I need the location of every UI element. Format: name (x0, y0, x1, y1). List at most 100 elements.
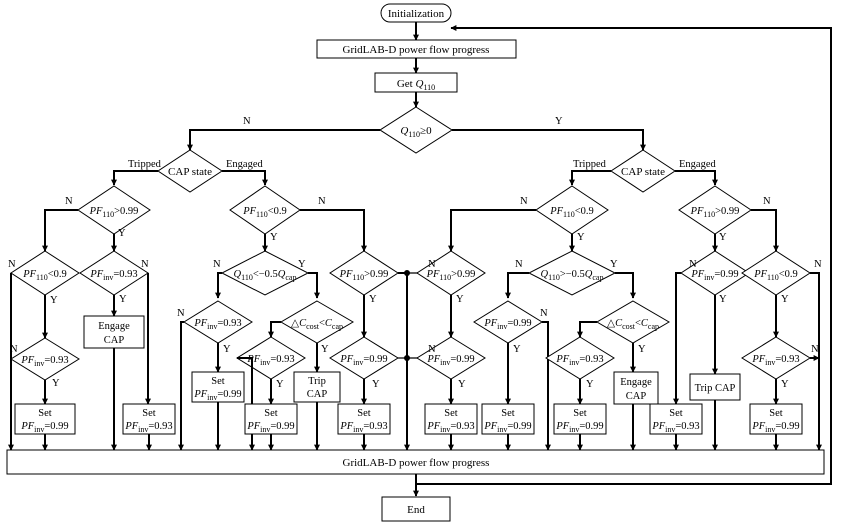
set-label-7: Set (501, 408, 515, 419)
pf110-gt099-le-label: PF110>0.99 (339, 269, 389, 282)
set-value-6: PFinv=0.93 (426, 421, 474, 434)
pfinv-eq099-rt-yes: Y (513, 344, 521, 355)
q110-lt-qcap-decision (220, 250, 310, 296)
pfinv-eq093-rc-yes: Y (586, 379, 594, 390)
pfinv-eq093-rc-label: PFinv=0.93 (555, 354, 603, 367)
right-engaged-label: Engaged (679, 159, 716, 170)
set-value-3: PFinv=0.99 (193, 389, 241, 402)
pfinv-eq099-rl-yes: Y (458, 379, 466, 390)
set-label-3: Set (211, 376, 225, 387)
set-pfinv-093-box-2 (122, 403, 176, 435)
cap-label-3: CAP (626, 391, 647, 402)
set-value-1: PFinv=0.99 (20, 421, 68, 434)
pfinv-eq099-rl-label: PFinv=0.99 (426, 354, 474, 367)
pfinv-eq093-re-yes: Y (781, 379, 789, 390)
pf110-gt099-left-no: N (65, 196, 73, 207)
engage-label-1: Engage (98, 321, 130, 332)
pfinv-eq099-re-label: PFinv=0.99 (690, 269, 738, 282)
cost-cap-left-yes: Y (321, 344, 329, 355)
set-pfinv-099-box-4 (244, 403, 298, 435)
set-label-8: Set (573, 408, 587, 419)
q110-gt-qcap-no: N (515, 259, 523, 270)
pfinv-eq099-rt-label: PFinv=0.99 (483, 318, 531, 331)
set-label-1: Set (38, 408, 52, 419)
cap-state-left-label: CAP state (168, 166, 212, 178)
cap-state-left-decision (157, 149, 223, 193)
pf110-lt09-ll-no: N (8, 259, 16, 270)
pfinv-eq093-ll-yes: Y (52, 378, 60, 389)
q110-gt-qcap-decision (527, 250, 617, 296)
set-label-2: Set (142, 408, 156, 419)
pf110-lt09-le-label: PF110<0.9 (242, 206, 287, 219)
set-label-4: Set (264, 408, 278, 419)
pfinv-eq093-re-label: PFinv=0.93 (751, 354, 799, 367)
q110-gt-qcap-label: Q110>−0.5Qcap (541, 269, 604, 282)
set-pfinv-099-box-7 (481, 403, 535, 435)
set-value-7: PFinv=0.99 (483, 421, 531, 434)
pf110-gt099-rl-no: N (428, 259, 436, 270)
set-pfinv-093-box-6 (424, 403, 478, 435)
cap-label-1: CAP (104, 335, 125, 346)
pfinv-eq099-rl-no: N (428, 344, 436, 355)
cap-label-2: CAP (307, 389, 328, 400)
pf110-lt09-rt-label: PF110<0.9 (549, 206, 594, 219)
set-pfinv-093-box-5 (337, 403, 391, 435)
pf110-lt09-ll-label: PF110<0.9 (22, 269, 67, 282)
pfinv-eq093-le-label: PFinv=0.93 (193, 318, 241, 331)
set-label-6: Set (444, 408, 458, 419)
left-engaged-label: Engaged (226, 159, 263, 170)
end-label: End (407, 504, 425, 516)
engage-label-2: Engage (620, 377, 652, 388)
set-label-10: Set (769, 408, 783, 419)
pf110-lt09-rt-yes: Y (577, 232, 585, 243)
set-label-9: Set (669, 408, 683, 419)
trip-label-1: Trip (308, 376, 326, 387)
get-q110-label: Get Q110 (397, 78, 435, 92)
cap-state-right-label: CAP state (621, 166, 665, 178)
trip-cap-label: Trip CAP (695, 383, 736, 394)
cap-state-right-decision (610, 149, 676, 193)
pfinv-eq093-lc-yes: Y (276, 379, 284, 390)
pf110-lt09-rt-no: N (520, 196, 528, 207)
pfinv-eq099-le-yes: Y (372, 379, 380, 390)
set-value-10: PFinv=0.99 (751, 421, 799, 434)
q110-yes-label: Y (555, 116, 563, 127)
set-pfinv-099-box-10 (749, 403, 803, 435)
pf110-gt099-rl-yes: Y (456, 294, 464, 305)
set-value-5: PFinv=0.93 (339, 421, 387, 434)
q110-lt-qcap-no: N (213, 259, 221, 270)
q110-lt-qcap-yes: Y (298, 259, 306, 270)
pfinv-eq093-lt-no: N (141, 259, 149, 270)
power-flow-bottom-box (6, 449, 825, 475)
pf110-lt09-le-no: N (318, 196, 326, 207)
pfinv-eq093-lt-label: PFinv=0.93 (89, 269, 137, 282)
pfinv-eq093-le-no: N (177, 308, 185, 319)
pf110-gt099-left-yes: Y (118, 228, 126, 239)
pfinv-eq099-re-no: N (689, 259, 697, 270)
end-box (381, 496, 451, 522)
set-pfinv-099-box-8 (553, 403, 607, 435)
left-tripped-label: Tripped (128, 159, 162, 170)
pfinv-eq099-re-yes: Y (719, 294, 727, 305)
pfinv-eq093-le-yes: Y (223, 344, 231, 355)
cost-cap-right-yes: Y (638, 344, 646, 355)
pf110-gt099-re-yes: Y (719, 232, 727, 243)
cost-cap-left-label: △Ccost<Ccap (291, 318, 343, 331)
q110-decision-label: Q110≥0 (400, 125, 432, 139)
initialization-label: Initialization (388, 8, 445, 20)
q110-gt-qcap-yes: Y (610, 259, 618, 270)
set-value-8: PFinv=0.99 (555, 421, 603, 434)
pfinv-eq093-ll-no: N (10, 344, 18, 355)
set-pfinv-099-box-1 (14, 403, 76, 435)
pfinv-eq093-re-no: N (811, 344, 819, 355)
engage-cap-box-2 (613, 371, 659, 405)
pfinv-eq093-lt-yes: Y (119, 294, 127, 305)
pf110-lt09-re-no: N (814, 259, 822, 270)
right-tripped-label: Tripped (573, 159, 607, 170)
pf110-lt09-ll-yes: Y (50, 295, 58, 306)
pf110-gt099-rl-label: PF110>0.99 (426, 269, 476, 282)
set-value-9: PFinv=0.93 (651, 421, 699, 434)
pf110-gt099-re-label: PF110>0.99 (690, 206, 740, 219)
set-value-4: PFinv=0.99 (246, 421, 294, 434)
